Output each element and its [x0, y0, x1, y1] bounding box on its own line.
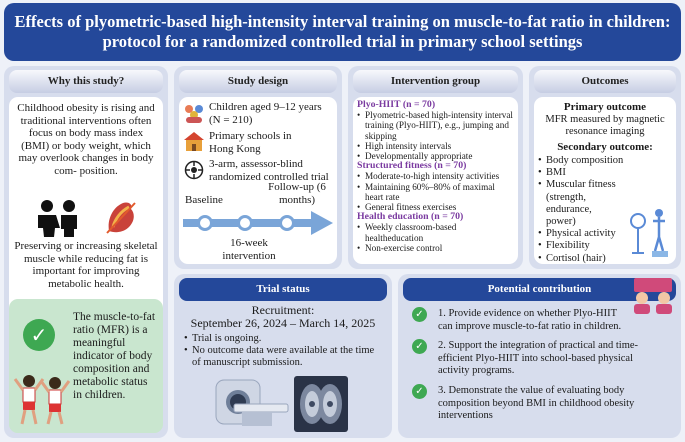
list-item: Weekly classroom-based healtheducation — [357, 222, 514, 242]
check-icon: ✓ — [412, 307, 427, 322]
list-item: Flexibility — [538, 240, 624, 252]
recruitment-dates: September 26, 2024 – March 14, 2025 — [190, 316, 376, 330]
list-item: BMI — [538, 167, 624, 179]
group-plyo-hiit: Plyo-HIIT (n = 70) Plyometric-based high… — [357, 99, 514, 161]
title-text: Effects of plyometric-based high-intensi… — [14, 12, 671, 51]
students-icon — [634, 278, 672, 314]
design-heading: Study design — [179, 70, 337, 93]
group-items: Weekly classroom-based healtheducation N… — [357, 222, 514, 253]
trial-status-panel: Trial status Recruitment: September 26, … — [174, 274, 392, 438]
trial-status-heading: Trial status — [179, 278, 387, 301]
participants-n: (N = 210) — [209, 113, 253, 126]
check-icon: ✓ — [23, 319, 55, 351]
list-item: General fitness exercises — [357, 202, 514, 212]
group-title: Health education (n = 70) — [357, 212, 514, 222]
group-health-education: Health education (n = 70) Weekly classro… — [357, 212, 514, 254]
trial-type-text: 3-arm, assessor-blind randomized control… — [209, 158, 329, 183]
intervention-panel: Intervention group Plyo-HIIT (n = 70) Pl… — [348, 66, 523, 269]
check-icon: ✓ — [412, 384, 427, 399]
kids-exercising-icon — [13, 375, 71, 425]
group-name: Structured fitness — [357, 160, 432, 172]
list-item: Plyometric-based high-intensity interval… — [357, 110, 514, 141]
contribution-item-3: 3. Demonstrate the value of evaluating b… — [438, 385, 635, 421]
group-n: (n = 70) — [402, 99, 436, 110]
primary-outcome-text: MFR measured by magnetic resonance imagi… — [545, 114, 665, 137]
primary-outcome-label: Primary outcome — [563, 101, 647, 113]
list-item: Cortisol (hair) — [538, 253, 624, 265]
recruitment-label: Recruitment: — [251, 303, 315, 317]
timeline-arrow — [183, 211, 333, 235]
check-icon: ✓ — [412, 339, 427, 354]
list-item: Developmentally appropriate — [357, 151, 514, 161]
setting-text: Primary schools in Hong Kong — [209, 130, 292, 155]
list-item: Maintaining 60%–80% of maximal heart rat… — [357, 182, 514, 202]
trial-status-list: Trial is ongoing. No outcome data were a… — [184, 333, 384, 369]
secondary-outcome-label: Secondary outcome: — [557, 141, 653, 153]
list-item: High intensity intervals — [357, 141, 514, 151]
contribution-item-1: 1. Provide evidence on whether Plyo-HIIT… — [438, 308, 622, 332]
trial-icon — [184, 160, 204, 180]
mri-scanner-icon — [215, 379, 289, 426]
outcomes-panel: Outcomes Primary outcome MFR measured by… — [529, 66, 681, 269]
contribution-heading: Potential contribution — [403, 278, 676, 301]
participants-text: Children aged 9–12 years (N = 210) — [209, 101, 337, 126]
page-title: Effects of plyometric-based high-intensi… — [4, 3, 681, 61]
why-para-1: Childhood obesity is rising and traditio… — [17, 102, 155, 177]
group-n: (n = 70) — [431, 211, 464, 223]
list-item: Body composition — [538, 155, 624, 167]
timeline-intervention: 16-week intervention — [222, 237, 276, 262]
design-card: Children aged 9–12 years (N = 210) Prima… — [179, 97, 337, 264]
group-n: (n = 70) — [434, 160, 467, 172]
mfr-box: ✓ The muscle-to-fat ratio (MFR) is a mea… — [9, 299, 163, 433]
group-items: Plyometric-based high-intensity interval… — [357, 110, 514, 161]
why-para-2: Preserving or increasing skeletal muscle… — [14, 240, 158, 290]
fitness-test-icon — [630, 209, 668, 257]
group-title: Structured fitness (n = 70) — [357, 161, 514, 171]
list-item: Moderate-to-high intensity activities — [357, 171, 514, 181]
group-name: Health education — [357, 211, 429, 223]
timeline-followup: Follow-up (6 months) — [268, 181, 326, 206]
outcomes-heading: Outcomes — [534, 70, 676, 93]
why-panel: Why this study? Childhood obesity is ris… — [4, 66, 168, 438]
group-icon — [185, 105, 203, 123]
why-heading: Why this study? — [9, 70, 163, 93]
contribution-item-2: 2. Support the integration of practical … — [438, 340, 639, 376]
group-title: Plyo-HIIT (n = 70) — [357, 99, 514, 110]
list-item: No outcome data were available at the ti… — [184, 345, 384, 369]
school-icon — [184, 132, 204, 151]
group-structured-fitness: Structured fitness (n = 70) Moderate-to-… — [357, 161, 514, 213]
secondary-outcome-list: Body composition BMI Muscular fitness (s… — [538, 155, 624, 265]
intervention-card: Plyo-HIIT (n = 70) Plyometric-based high… — [353, 97, 518, 264]
muscle-icon — [106, 202, 136, 234]
list-item: Non-exercise control — [357, 243, 514, 253]
group-items: Moderate-to-high intensity activities Ma… — [357, 171, 514, 212]
list-item: Trial is ongoing. — [184, 333, 384, 345]
children-icon — [38, 200, 77, 237]
design-panel: Study design Children aged 9–12 years (N… — [174, 66, 342, 269]
mri-image-icon — [294, 376, 348, 432]
timeline-baseline: Baseline — [185, 194, 223, 206]
list-item: Muscular fitness (strength, endurance, p… — [538, 179, 624, 228]
participants-age: Children aged 9–12 years — [209, 101, 322, 113]
list-item: Physical activity — [538, 228, 624, 240]
contribution-panel: Potential contribution ✓ 1. Provide evid… — [398, 274, 681, 438]
outcomes-card: Primary outcome MFR measured by magnetic… — [534, 97, 676, 265]
why-para-3: The muscle-to-fat ratio (MFR) is a meani… — [73, 311, 156, 401]
group-name: Plyo-HIIT — [357, 99, 401, 110]
intervention-heading: Intervention group — [353, 70, 518, 93]
